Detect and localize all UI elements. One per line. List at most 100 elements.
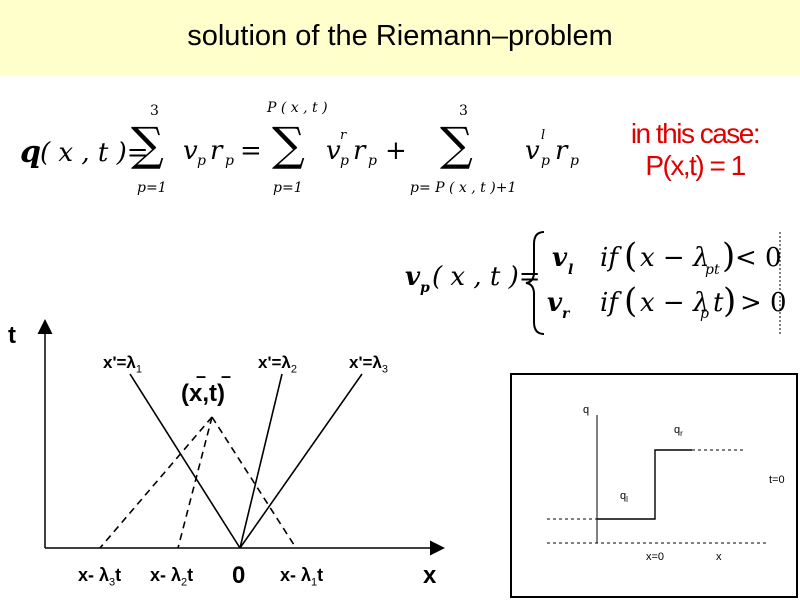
term3-v-sup: l (541, 128, 546, 143)
characteristics-diagram (37, 319, 445, 556)
char-2-sub: 2 (290, 363, 298, 376)
characteristic-2 (239, 373, 283, 549)
term3-r: r (555, 136, 568, 166)
foot-1-sub: 1 (311, 576, 318, 589)
foot-1-label: x- λ1t (280, 565, 323, 589)
point-bar-t: – (221, 366, 232, 386)
case2-expr-sub: p (700, 306, 709, 322)
case-note: in this case: P(x,t) = 1 (600, 118, 790, 182)
inset-plot (547, 415, 766, 544)
case2-v: v (547, 288, 563, 318)
eq2-v-sub: p (420, 280, 430, 296)
point-text: (x,t) (181, 380, 225, 407)
case1-v-sub: l (568, 262, 574, 278)
sum1-upper: 3 (150, 103, 159, 119)
sum2-upper: P ( x , t ) (267, 100, 328, 116)
eq1-lhs-args: ( x , t )= (40, 138, 149, 168)
sum3-upper: 3 (459, 103, 468, 119)
sum3-lower: p= P ( x , t )+1 (410, 180, 517, 196)
term1-r-sub: p (225, 153, 234, 169)
term2-v: v (326, 136, 341, 166)
inset-step (597, 449, 692, 520)
case1-rel: < 0 (735, 243, 782, 273)
case-note-line-2: P(x,t) = 1 (645, 150, 746, 181)
sum2-lower: p=1 (273, 180, 303, 196)
inset-qr-label: qr (674, 424, 683, 438)
case2-v-sub: r (562, 306, 570, 322)
eq1-equals: = (240, 136, 262, 166)
term3-v: v (525, 136, 540, 166)
title-bar (0, 0, 800, 76)
char-3-label: x'=λ3 (349, 353, 388, 375)
characteristic-3 (239, 373, 363, 549)
term2-r-sub: p (368, 153, 377, 169)
case2-if: if (600, 288, 618, 318)
term1-v-sub: p (197, 153, 206, 169)
inset-t0-label: t=0 (769, 474, 785, 486)
foot-2-label: x- λ2t (150, 565, 193, 589)
foot-3-text: x- λ (78, 565, 110, 585)
foot-1-text: x- λ (280, 565, 312, 585)
term3-v-sub: p (541, 153, 550, 169)
t-axis-label: t (8, 322, 16, 349)
inset-x0-label: x=0 (646, 551, 665, 563)
eq1-plus: + (385, 136, 407, 166)
foot-3-label: x- λ3t (78, 565, 121, 589)
case-note-line-1: in this case: (630, 118, 761, 149)
inset-qr-text: q (674, 424, 681, 436)
case2-expr: x − λ (640, 288, 710, 318)
foot-3-t: t (115, 565, 122, 585)
sum1-sigma-icon: ∑ (131, 117, 164, 171)
characteristic-1 (129, 373, 241, 549)
initial-data-inset (510, 373, 798, 598)
term1-v: v (183, 136, 198, 166)
origin-label: 0 (232, 562, 246, 589)
backtrace-2 (177, 416, 213, 549)
char-2-label: x'=λ2 (258, 353, 297, 375)
sum3-sigma-icon: ∑ (440, 117, 473, 171)
foot-3-sub: 3 (109, 576, 116, 589)
case1-expr: x − λ (640, 243, 710, 273)
char-1-sub: 1 (135, 363, 143, 376)
point-label: (x,t) – – (181, 366, 231, 408)
term3-r-sub: p (570, 153, 579, 169)
case1-v: v (552, 243, 568, 273)
inset-q-label: q (583, 404, 590, 416)
char-3-text: x'=λ (349, 353, 382, 372)
sum2-sigma-icon: ∑ (272, 117, 305, 171)
term2-v-sup: r (340, 128, 347, 143)
term1-r: r (210, 136, 223, 166)
case1-expr-sub: pt (705, 262, 720, 278)
inset-ql-sub: l (626, 495, 628, 505)
char-1-label: x'=λ1 (103, 353, 142, 375)
term2-v-sub: p (340, 153, 349, 169)
right-bracket-mark (779, 232, 781, 334)
foot-2-text: x- λ (150, 565, 182, 585)
foot-2-sub: 2 (181, 576, 188, 589)
foot-1-t: t (317, 565, 324, 585)
char-3-sub: 3 (381, 363, 389, 376)
char-1-text: x'=λ (103, 353, 136, 372)
slide-title: solution of the Riemann–problem (187, 20, 613, 52)
inset-ql-text: q (620, 490, 627, 502)
case1-open-paren: ( (624, 236, 638, 276)
case1-if: if (600, 243, 618, 273)
case2-close-paren: ) (723, 281, 737, 321)
point-bar-x: – (196, 366, 207, 386)
case1-close-paren: ) (722, 236, 736, 276)
sum1-lower: p=1 (137, 180, 167, 196)
eq1-q: q (20, 135, 41, 170)
inset-qr-sub: r (680, 429, 683, 439)
backtrace-1 (211, 416, 297, 549)
eq2-v: v (405, 262, 421, 292)
foot-2-t: t (187, 565, 194, 585)
case2-rel: > 0 (740, 288, 787, 318)
inset-ql-label: ql (620, 490, 628, 504)
case2-t: t (713, 288, 724, 318)
eq2-lhs-args: ( x , t )= (432, 262, 541, 292)
case2-open-paren: ( (624, 281, 638, 321)
backtrace-3 (99, 416, 213, 549)
x-axis-label: x (423, 562, 437, 589)
char-2-text: x'=λ (258, 353, 291, 372)
left-brace-icon (525, 231, 545, 335)
